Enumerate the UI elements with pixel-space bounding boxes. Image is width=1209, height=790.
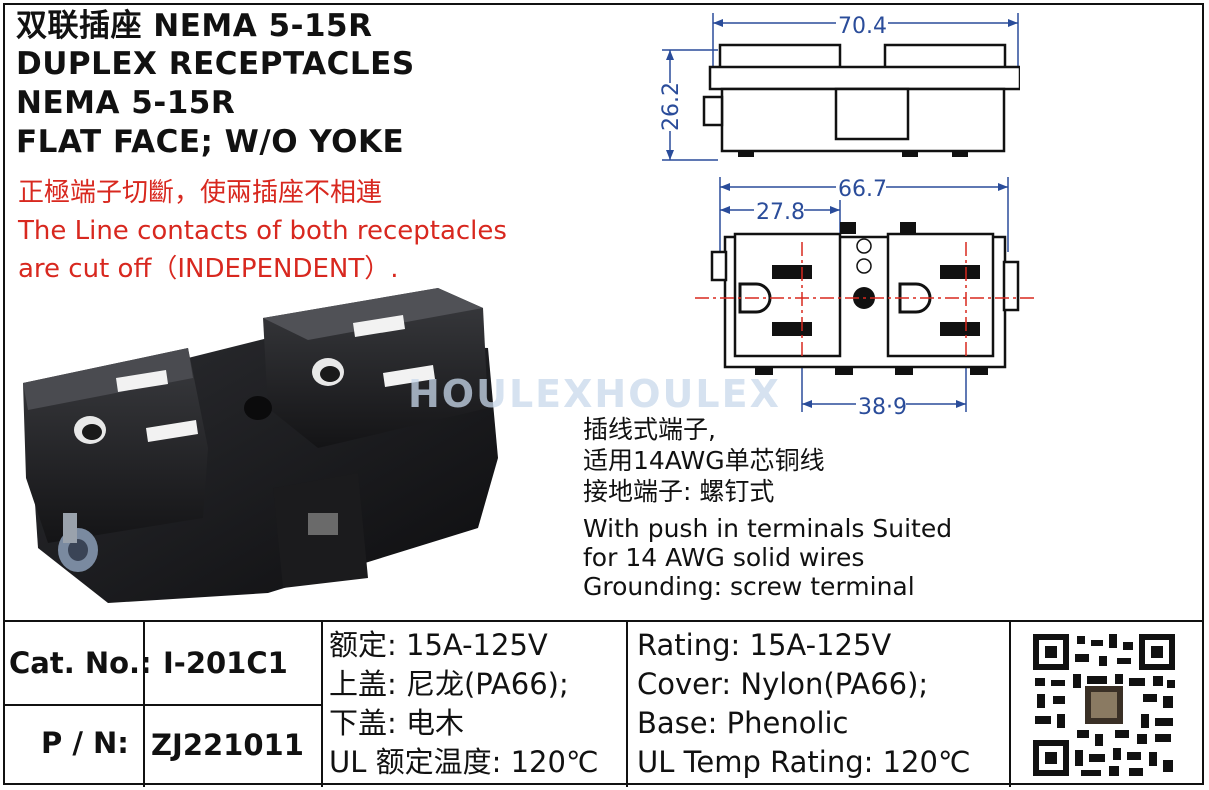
dim-half-width: 27.8 <box>756 200 805 225</box>
dim-width-top: 70.4 <box>838 14 887 39</box>
note-red-en-1: The Line contacts of both receptacles <box>18 216 507 246</box>
front-view-drawing: 66.7 27.8 38·9 <box>695 176 1035 420</box>
side-view-drawing: 70.4 26.2 <box>654 13 1020 161</box>
spec-cn-base: 下盖: 电木 <box>329 706 464 740</box>
terminal-note-en-1: With push in terminals Suited <box>583 514 953 543</box>
dim-height-side: 26.2 <box>659 82 684 131</box>
note-red-en-2: are cut off（INDEPENDENT）. <box>18 254 399 284</box>
cat-no-value: I-201C1 <box>163 646 288 680</box>
spec-en-temp: UL Temp Rating: 120℃ <box>637 745 971 779</box>
spec-en-cover: Cover: Nylon(PA66); <box>637 667 929 701</box>
terminal-note-en-3: Grounding: screw terminal <box>583 572 915 601</box>
pn-label: P / N: <box>41 726 129 760</box>
spec-table: Cat. No.: I-201C1 P / N: ZJ221011 额定: 15… <box>3 620 1204 787</box>
title-line-2: DUPLEX RECEPTACLES <box>16 46 415 82</box>
dim-center-distance: 38·9 <box>858 395 907 420</box>
terminal-note-en-2: for 14 AWG solid wires <box>583 543 865 572</box>
spec-cn-cover: 上盖: 尼龙(PA66); <box>329 667 569 701</box>
cat-no-label: Cat. No.: <box>9 646 152 680</box>
dim-width-front: 66.7 <box>838 177 887 202</box>
note-red-cn: 正極端子切斷，使兩插座不相連 <box>18 178 383 208</box>
title-line-1: 双联插座 NEMA 5-15R <box>16 8 373 44</box>
watermark: HOULEXHOULEX <box>408 372 781 416</box>
spec-cn-rating: 额定: 15A-125V <box>329 628 548 662</box>
spec-en-rating: Rating: 15A-125V <box>637 628 892 662</box>
spec-cn-temp: UL 额定温度: 120℃ <box>329 745 599 779</box>
pn-value: ZJ221011 <box>151 728 304 762</box>
title-line-4: FLAT FACE; W/O YOKE <box>16 124 405 160</box>
sheet-frame <box>3 3 1204 785</box>
title-line-3: NEMA 5-15R <box>16 85 236 121</box>
terminal-note-cn-3: 接地端子: 螺钉式 <box>583 477 775 506</box>
product-photo <box>23 288 498 603</box>
qr-code-icon <box>1029 630 1179 780</box>
spec-en-base: Base: Phenolic <box>637 706 849 740</box>
terminal-note-cn-2: 适用14AWG单芯铜线 <box>583 446 825 475</box>
terminal-note-cn-1: 插线式端子, <box>583 415 716 444</box>
